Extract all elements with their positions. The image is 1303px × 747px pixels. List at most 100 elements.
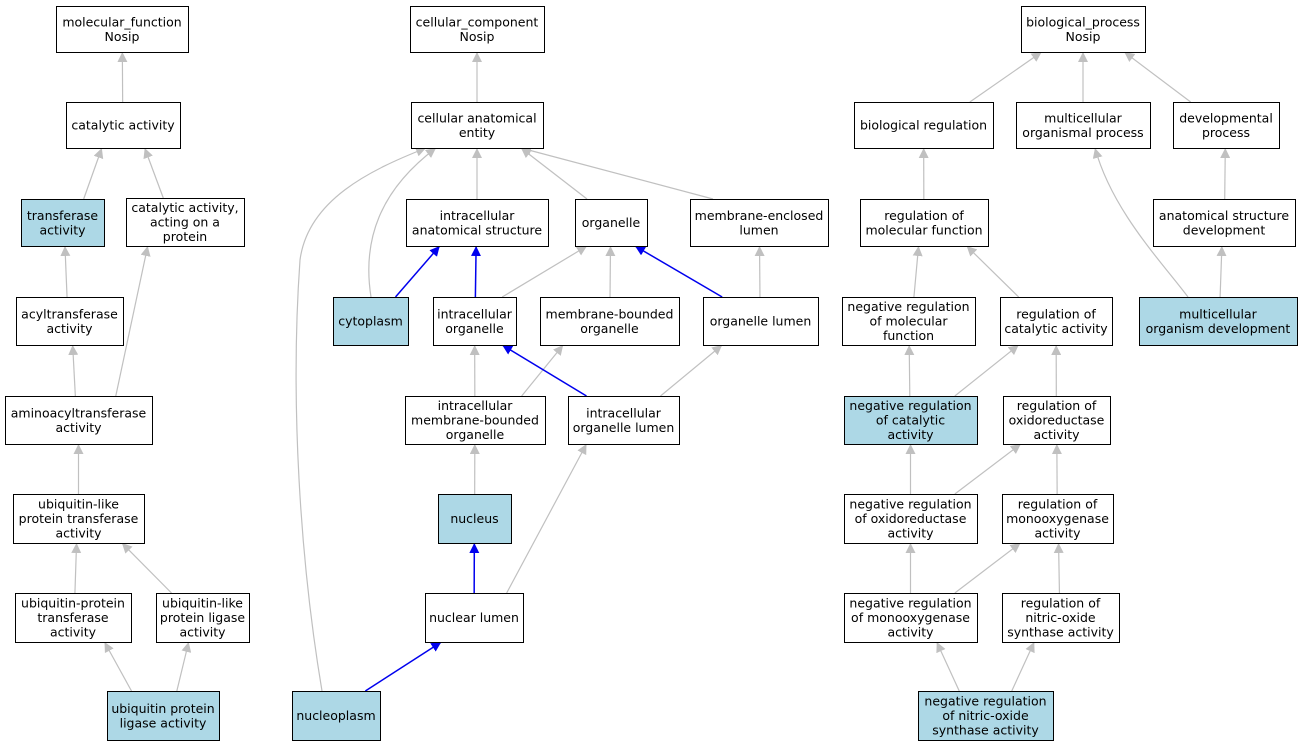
node-label-line: organelle <box>446 427 505 442</box>
node-label-line: anatomical structure <box>412 222 542 237</box>
edge-upl-to-ubpt <box>103 641 133 692</box>
node-box <box>842 297 976 346</box>
edge-ubpt-to-ubl <box>71 542 82 594</box>
node-box <box>844 494 978 544</box>
node-label-line: negative regulation <box>849 497 971 512</box>
node-label-line: activity <box>55 526 102 541</box>
node-label-line: transferase <box>37 610 109 625</box>
node-label-line: ubiquitin-protein <box>21 596 125 611</box>
node-label-line: ubiquitin protein <box>111 701 214 716</box>
go-term-node-cyto[interactable]: cytoplasm <box>333 297 409 346</box>
node-label-line: catalytic activity, <box>131 200 238 215</box>
node-label-line: protein transferase <box>19 511 139 526</box>
node-label-line: entity <box>459 125 496 140</box>
edge-cyto-to-ias <box>394 245 441 298</box>
node-label-line: cellular_component <box>416 14 539 29</box>
node-label-line: protein <box>163 229 207 244</box>
node-box <box>1153 199 1296 247</box>
node-label-line: negative regulation <box>849 596 971 611</box>
node-label-line: biological_process <box>1026 14 1140 29</box>
edge-iol-to-io <box>501 344 587 397</box>
node-box <box>425 593 524 643</box>
edge-mel-to-cae <box>520 145 714 200</box>
node-label-line: negative regulation <box>847 299 969 314</box>
edge-rnos-to-rma <box>1053 542 1064 594</box>
node-label-line: membrane-bounded <box>411 413 539 428</box>
node-box <box>126 198 245 247</box>
node-label-line: of oxidoreductase <box>855 511 967 526</box>
node-box <box>5 396 153 445</box>
node-box <box>1002 494 1114 544</box>
go-term-node-ol[interactable]: organelle lumen <box>703 297 819 346</box>
node-label-line: activity <box>55 420 102 435</box>
node-label-line: monooxygenase <box>1006 511 1109 526</box>
node-label-line: activity <box>39 222 86 237</box>
edge-nl-to-iol <box>506 443 588 594</box>
edge-np-to-cae <box>295 147 427 692</box>
node-label-line: activity <box>179 625 226 640</box>
go-term-node-nl[interactable]: nuclear lumen <box>425 593 524 643</box>
node-box <box>16 297 124 346</box>
go-term-node-np[interactable]: nucleoplasm <box>292 691 381 741</box>
edge-nrnos-to-nrma <box>936 641 960 692</box>
node-label-line: activity <box>46 321 93 336</box>
node-box <box>13 494 145 544</box>
node-label-line: nitric-oxide <box>1025 610 1096 625</box>
go-term-node-nuc[interactable]: nucleus <box>438 494 512 544</box>
node-box <box>107 691 220 741</box>
node-label-line: activity <box>887 625 934 640</box>
node-label-line: ubiquitin-like <box>38 497 119 512</box>
go-term-node-cat[interactable]: catalytic activity <box>66 102 181 149</box>
node-label-line: oxidoreductase <box>1009 413 1105 428</box>
node-label-line: development <box>1183 222 1266 237</box>
node-label-line: organism development <box>1146 321 1291 336</box>
node-label-line: of catalytic <box>876 413 945 428</box>
node-label-line: biological regulation <box>860 118 987 133</box>
node-box <box>406 199 549 247</box>
node-box <box>156 593 250 643</box>
node-label-line: catalytic activity <box>71 118 175 133</box>
go-term-node-org[interactable]: organelle <box>575 199 648 247</box>
edge-mod-to-mop <box>1092 147 1189 298</box>
node-label-line: synthase activity <box>1007 625 1114 640</box>
node-box <box>410 6 545 53</box>
node-label-line: anatomical structure <box>1159 208 1289 223</box>
node-label-line: negative regulation <box>924 694 1046 709</box>
edge-nrca-to-nrmf <box>904 344 915 397</box>
node-box <box>56 6 189 53</box>
go-term-node-breg[interactable]: biological regulation <box>854 102 994 149</box>
